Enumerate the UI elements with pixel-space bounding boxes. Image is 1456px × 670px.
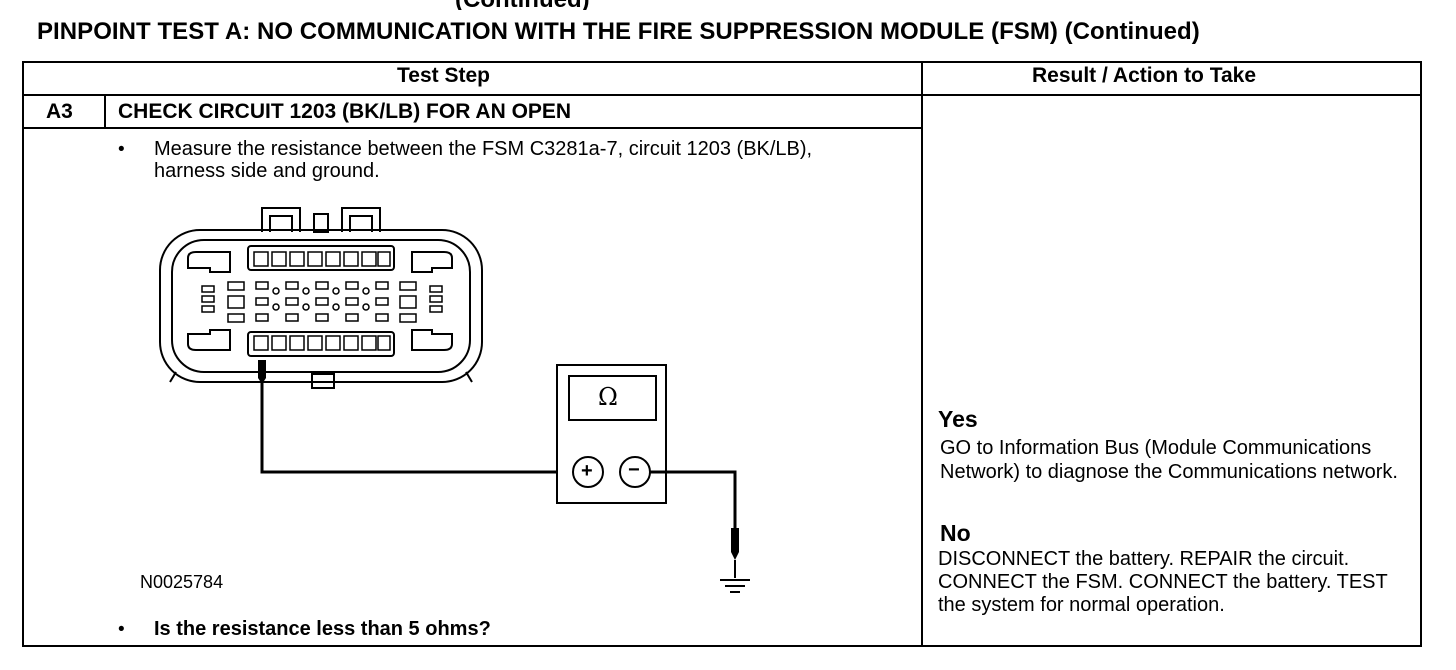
- test-lead-negative: [650, 470, 737, 528]
- test-table: [22, 61, 1422, 647]
- header-divider: [22, 94, 1422, 96]
- step-title: CHECK CIRCUIT 1203 (BK/LB) FOR AN OPEN: [118, 100, 572, 123]
- column-divider: [921, 61, 923, 647]
- probe-tip: [258, 360, 266, 384]
- ohm-symbol: Ω: [598, 383, 618, 411]
- page-title: PINPOINT TEST A: NO COMMUNICATION WITH T…: [37, 18, 1200, 45]
- step-id-divider: [104, 94, 106, 128]
- test-lead-positive: [260, 380, 573, 474]
- bullet: •: [118, 139, 125, 160]
- connector-tab-right: [341, 207, 381, 232]
- connector-housing-outer: [159, 229, 483, 383]
- connector-latch-right: [411, 251, 453, 273]
- ground-symbol: [720, 579, 750, 593]
- step-instruction: Measure the resistance between the FSM C…: [154, 138, 813, 182]
- header-result-action: Result / Action to Take: [1032, 64, 1257, 87]
- connector-tab-left: [261, 207, 301, 232]
- ground-probe: [731, 528, 739, 560]
- ohmmeter-display: [568, 375, 657, 421]
- header-test-step: Test Step: [397, 64, 490, 87]
- terminal-block-upper: [247, 245, 395, 271]
- cropped-previous-text: (Continued): [455, 0, 645, 10]
- bullet: •: [118, 619, 125, 640]
- connector-latch-left: [187, 251, 231, 273]
- terminal-block-lower: [247, 331, 395, 357]
- negative-sign: −: [628, 459, 640, 481]
- connector-key: [313, 213, 329, 233]
- result-yes-label: Yes: [938, 406, 978, 432]
- connector-housing-inner: [171, 239, 471, 373]
- step-question: Is the resistance less than 5 ohms?: [154, 618, 491, 640]
- result-no-text: DISCONNECT the battery. REPAIR the circu…: [938, 548, 1388, 616]
- step-id: A3: [46, 100, 73, 123]
- positive-sign: +: [581, 460, 593, 482]
- result-yes-text: GO to Information Bus (Module Communicat…: [940, 437, 1398, 483]
- figure-id: N0025784: [140, 572, 224, 592]
- ohmmeter-positive-jack: [572, 456, 604, 488]
- step-row-divider: [22, 127, 922, 129]
- result-no-label: No: [940, 520, 971, 546]
